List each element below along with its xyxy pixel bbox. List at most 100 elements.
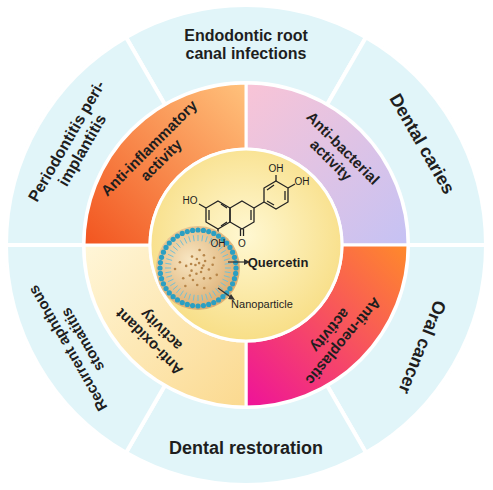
lipid-tail (180, 291, 183, 296)
lipid-tail (168, 279, 173, 281)
payload-dot (185, 265, 188, 268)
application-label: Endodontic root canal infections (171, 27, 321, 64)
payload-dot (202, 264, 205, 267)
payload-dot (190, 269, 193, 272)
lipid-head (175, 233, 180, 238)
lipid-tail (225, 271, 231, 273)
lipid-tail (173, 246, 178, 250)
payload-dot (200, 271, 203, 274)
lipid-head (167, 290, 172, 295)
payload-dot (179, 261, 182, 264)
lipid-tail (166, 259, 172, 261)
payload-dot (209, 277, 212, 280)
lipid-tail (168, 254, 173, 256)
lipid-head (167, 241, 172, 246)
node-text: Endodontic root canal infections (184, 27, 308, 62)
atom-label: HO (183, 195, 198, 206)
compound-label: Quercetin (248, 255, 309, 270)
payload-dot (203, 277, 206, 280)
center-circle (150, 149, 342, 341)
lipid-head (185, 229, 190, 234)
lipid-head (185, 302, 190, 307)
quercetin-structure (199, 175, 295, 236)
lipid-head (232, 276, 237, 281)
lipid-tail (184, 238, 186, 243)
lipid-tail (184, 293, 186, 298)
lipid-tail (166, 276, 172, 278)
lipid-tail (180, 240, 183, 245)
payload-dot (194, 264, 197, 267)
lipid-head (233, 265, 238, 270)
lipid-head (227, 245, 232, 250)
lipid-tail (213, 291, 216, 296)
lipid-head (159, 255, 164, 260)
particle-label: Nanoparticle (231, 298, 293, 310)
lipid-head (227, 286, 232, 291)
payload-dot (195, 272, 198, 275)
payload-dot (192, 279, 195, 282)
lipid-tail (193, 295, 195, 301)
lipid-tail (189, 294, 191, 300)
lipid-tail (223, 279, 228, 281)
lipid-tail (170, 283, 175, 286)
lipid-head (175, 297, 180, 302)
lipid-tail (221, 283, 226, 286)
atom-label: O (238, 238, 246, 249)
lipid-tail (206, 236, 208, 242)
lipid-head (195, 303, 200, 308)
lipid-head (163, 245, 168, 250)
lipid-tail (189, 236, 191, 242)
lipid-tail (224, 276, 230, 278)
payload-dot (184, 285, 187, 288)
nanoparticle-sphere (156, 226, 240, 310)
lipid-head (161, 250, 166, 255)
lipid-tail (224, 259, 230, 261)
lipid-head (201, 228, 206, 233)
outer-border (5, 4, 487, 486)
lipid-head (206, 229, 211, 234)
payload-dot (203, 287, 206, 290)
lipid-head (195, 227, 200, 232)
lipid-tail (193, 235, 195, 241)
application-label: Dental restoration (169, 438, 323, 459)
lipid-head (211, 231, 216, 236)
lipid-tail (201, 295, 203, 301)
lipid-head (230, 250, 235, 255)
lipid-tail (176, 288, 180, 293)
lipid-head (158, 271, 163, 276)
lipid-head (216, 297, 221, 302)
payload-dot (182, 277, 185, 280)
lipid-head (232, 255, 237, 260)
payload-dot (213, 257, 216, 260)
lipid-tail (165, 271, 171, 273)
lipid-tail (206, 294, 208, 300)
payload-dot (196, 258, 199, 261)
payload-dot (198, 249, 201, 252)
lipid-tail (165, 263, 171, 265)
lipid-head (163, 286, 168, 291)
payload-dot (190, 263, 193, 266)
leader-arrows (218, 259, 250, 300)
lipid-tail (176, 243, 180, 248)
lipid-head (171, 294, 176, 299)
payload-dot (198, 262, 201, 265)
payload-dot (211, 263, 214, 266)
payload-dot (208, 268, 211, 271)
lipid-head (190, 228, 195, 233)
lipid-head (201, 303, 206, 308)
atom-label: OH (211, 238, 226, 249)
lipid-tail (225, 263, 231, 265)
lipid-head (158, 260, 163, 265)
lipid-tail (165, 268, 171, 269)
payload-dot (203, 254, 206, 257)
payload-dot (191, 255, 194, 258)
lipid-tail (201, 235, 203, 241)
lipid-head (157, 265, 162, 270)
atom-label: OH (269, 163, 284, 174)
lipid-head (171, 237, 176, 242)
payload-dot (201, 267, 204, 270)
lipid-head (220, 294, 225, 299)
lipid-head (206, 302, 211, 307)
lipid-tail (170, 250, 175, 253)
